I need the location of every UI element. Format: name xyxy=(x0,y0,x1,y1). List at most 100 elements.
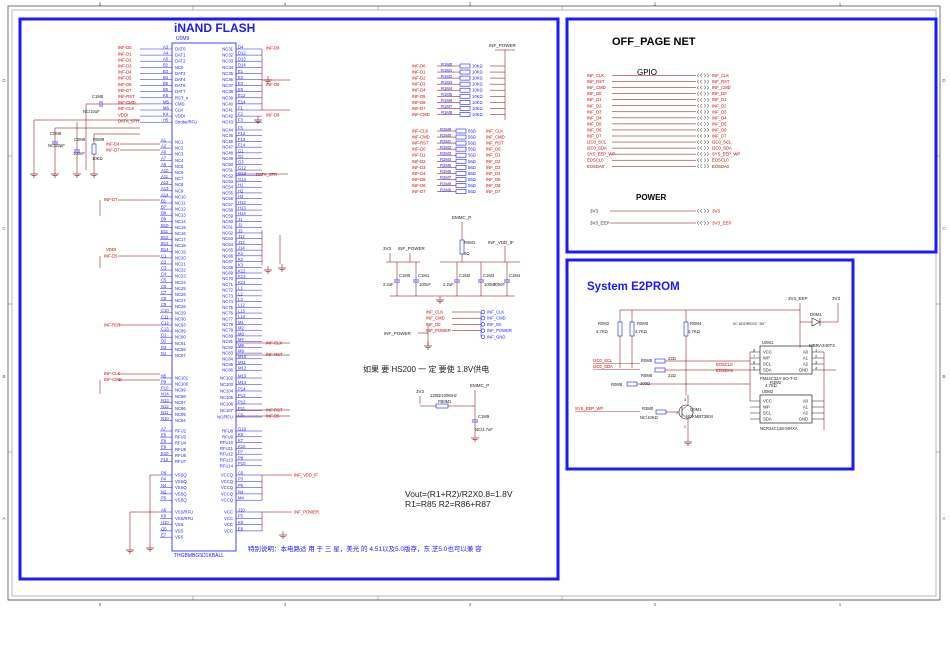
res-ref: R0M9 xyxy=(93,137,105,142)
cap-ref: C1M3 xyxy=(483,273,495,278)
cap-value: 100nF xyxy=(493,282,505,287)
frame-row-letter: C xyxy=(2,226,6,231)
pin-name: VSS/RFU xyxy=(175,510,193,515)
pin-name: NC33 xyxy=(222,59,233,64)
ic-pin-name: WP xyxy=(763,405,770,410)
pin-number: N1 xyxy=(161,351,167,356)
frame-column-number: 4 xyxy=(284,2,287,7)
capacitor-power xyxy=(454,279,460,283)
ground-symbol xyxy=(73,170,81,178)
resistor-r3m0 xyxy=(655,409,667,415)
pin-number: B13 xyxy=(161,241,169,246)
pin-number: E9 xyxy=(161,445,167,450)
offpage-net-right: INF_D2 xyxy=(712,103,727,108)
offpage-section-box xyxy=(565,17,938,254)
pin-name: VSS/RFU xyxy=(175,516,193,521)
net-label: INF_CMD xyxy=(426,316,445,321)
offpage-net-left: EOSDA0 xyxy=(587,164,605,169)
pin-number: B6 xyxy=(163,87,169,92)
cap-ref: C0M9 xyxy=(74,137,86,142)
offpage-arrow-icon xyxy=(703,164,710,169)
ic-pin-number: 3 xyxy=(815,360,818,365)
net-label: INF-CLK xyxy=(412,129,428,134)
pin-number: A10 xyxy=(161,168,169,173)
net-label: INF-D3 xyxy=(412,82,426,87)
pin-number: L14 xyxy=(238,314,246,319)
pin-number: D14 xyxy=(238,63,246,68)
resistor-series xyxy=(455,165,467,170)
net-label: DATA_STR xyxy=(256,172,277,177)
offpage-arrow-icon xyxy=(696,140,703,145)
pin-number: M4 xyxy=(238,496,244,501)
res-ref: R0M6 xyxy=(641,373,653,378)
resistor-r0m5 xyxy=(654,358,666,364)
pin-number: N14 xyxy=(161,392,169,397)
pin-name: NC101 xyxy=(175,376,189,381)
pin-number: N4 xyxy=(161,483,167,488)
cap-ref: C1M1 xyxy=(418,273,430,278)
pin-number: P11 xyxy=(238,406,246,411)
res-value: 0Ω xyxy=(464,251,469,256)
pin-number: B4 xyxy=(163,75,169,80)
pin-number: K10 xyxy=(238,444,246,449)
pin-number: D12 xyxy=(238,51,246,56)
net-label: INF-CMD xyxy=(412,112,430,117)
pin-number: E6 xyxy=(238,526,244,531)
test-point xyxy=(480,322,486,327)
pin-name: NC20 xyxy=(175,255,186,260)
ic-pin-number: 7 xyxy=(753,354,756,359)
pin-number: E5 xyxy=(161,433,167,438)
resistor-pullup xyxy=(459,75,471,81)
pin-name: Strobe/RFU xyxy=(175,120,197,125)
res-value: 56Ω xyxy=(468,165,476,170)
nand-section-box xyxy=(18,17,560,581)
pin-name: NC102 xyxy=(220,376,234,381)
res-ref: R2M8 xyxy=(440,181,452,186)
offpage-arrow-icon xyxy=(696,79,703,84)
pin-name: NC39 xyxy=(222,95,233,100)
pin-number: F14 xyxy=(238,143,246,148)
res-ref: R1M4 xyxy=(441,86,453,91)
ground-symbol xyxy=(51,170,59,178)
ic-pin-name: VCC xyxy=(763,399,772,404)
offpage-arrow-icon xyxy=(703,115,710,120)
pin-number: D1 xyxy=(161,333,167,338)
ground-symbol xyxy=(471,434,479,442)
test-point xyxy=(480,309,486,315)
pin-number: A3 xyxy=(163,44,169,49)
resistor-series xyxy=(455,140,467,146)
pin-name: NC40 xyxy=(222,101,233,106)
offpage-arrow-icon xyxy=(696,115,703,120)
pin-name: VSSQ xyxy=(175,491,187,496)
res-ref: R0M3 xyxy=(637,321,649,326)
pin-number: M7 xyxy=(238,337,244,342)
pin-name: NC/RFU xyxy=(217,415,233,420)
resistor-series xyxy=(455,152,467,158)
cap-ref: C1M4 xyxy=(509,273,521,278)
resistor-series xyxy=(455,134,467,140)
offpage-net-left: INF_D3 xyxy=(587,109,602,114)
ic-part: FM24C32A-SO-T-G xyxy=(760,376,797,381)
offpage-arrow-icon xyxy=(696,221,703,225)
frame-column-number: 5 xyxy=(99,2,102,7)
res-value: 100Ω xyxy=(640,381,650,386)
pin-number: C5 xyxy=(238,412,244,417)
res-value: 10KΩ xyxy=(472,88,483,93)
offpage-arrow-icon xyxy=(703,79,710,84)
pin-name: NC0 xyxy=(175,65,184,70)
pin-name: NC58 xyxy=(222,208,233,213)
pin-number: N2 xyxy=(161,489,167,494)
offpage-arrow-icon xyxy=(703,152,710,157)
frame-row-letter: A xyxy=(942,516,945,521)
pin-number: A8 xyxy=(161,162,167,167)
pin-name: NC55 xyxy=(222,190,233,195)
pin-name: NC26 xyxy=(175,292,186,297)
pin-number: M8 xyxy=(238,343,244,348)
pin-number: N10 xyxy=(161,416,169,421)
ic-pin-name: SCL xyxy=(763,411,772,416)
net-label: EOSCL0 xyxy=(716,362,733,367)
pin-number: M3 xyxy=(238,331,244,336)
offpage-arrow-icon xyxy=(696,134,703,138)
